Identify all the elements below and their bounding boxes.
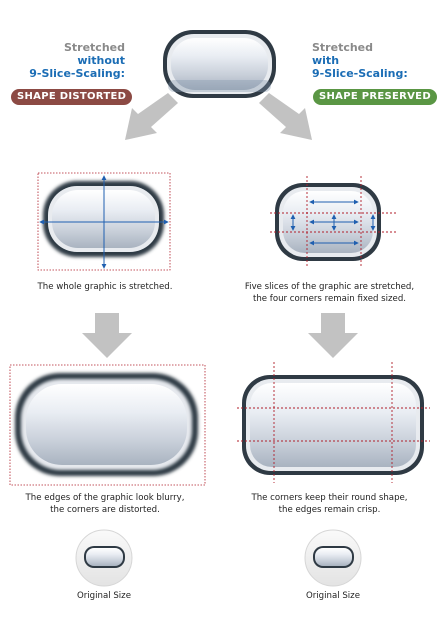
left-header-line2: without	[77, 54, 125, 67]
caption-left-bottom-line2: the corners are distorted.	[50, 505, 160, 515]
blurry-button-left	[9, 364, 206, 486]
caption-left-mid: The whole graphic is stretched.	[0, 281, 210, 293]
nine-slice-button-right	[270, 176, 398, 268]
arrow-left-top	[125, 93, 178, 140]
original-size-label-left: Original Size	[76, 591, 131, 601]
original-size-left	[75, 529, 133, 587]
arrow-down-left	[82, 313, 132, 358]
caption-right-bottom-line2: the edges remain crisp.	[278, 505, 381, 515]
stretched-button-left	[37, 172, 171, 271]
original-size-right	[304, 529, 362, 587]
caption-left-bottom: The edges of the graphic look blurry, th…	[0, 492, 210, 516]
right-header-line1: Stretched	[312, 41, 374, 54]
shape-preserved-badge: SHAPE PRESERVED	[313, 89, 437, 105]
caption-right-bottom-line1: The corners keep their round shape,	[251, 493, 408, 503]
arrow-down-right	[308, 313, 358, 358]
caption-left-mid-line1: The whole graphic is stretched.	[37, 282, 173, 292]
left-header-line3: 9-Slice-Scaling:	[29, 67, 125, 80]
left-header-line1: Stretched	[63, 41, 125, 54]
right-header: Stretched with 9-Slice-Scaling:	[312, 41, 432, 80]
caption-left-bottom-line1: The edges of the graphic look blurry,	[25, 493, 185, 503]
right-header-line2: with	[312, 54, 340, 67]
caption-right-mid-line1: Five slices of the graphic are stretched…	[244, 282, 415, 292]
top-original-button	[163, 30, 276, 98]
caption-right-mid-line2: the four corners remain fixed sized.	[252, 294, 407, 304]
right-header-line3: 9-Slice-Scaling:	[312, 67, 408, 80]
crisp-button-right	[237, 362, 430, 483]
caption-right-mid: Five slices of the graphic are stretched…	[222, 281, 437, 305]
original-size-label-right: Original Size	[305, 591, 360, 601]
caption-right-bottom: The corners keep their round shape, the …	[222, 492, 437, 516]
left-header: Stretched without 9-Slice-Scaling:	[10, 41, 125, 80]
shape-distorted-badge: SHAPE DISTORTED	[11, 89, 133, 105]
arrow-right-top	[259, 93, 312, 140]
